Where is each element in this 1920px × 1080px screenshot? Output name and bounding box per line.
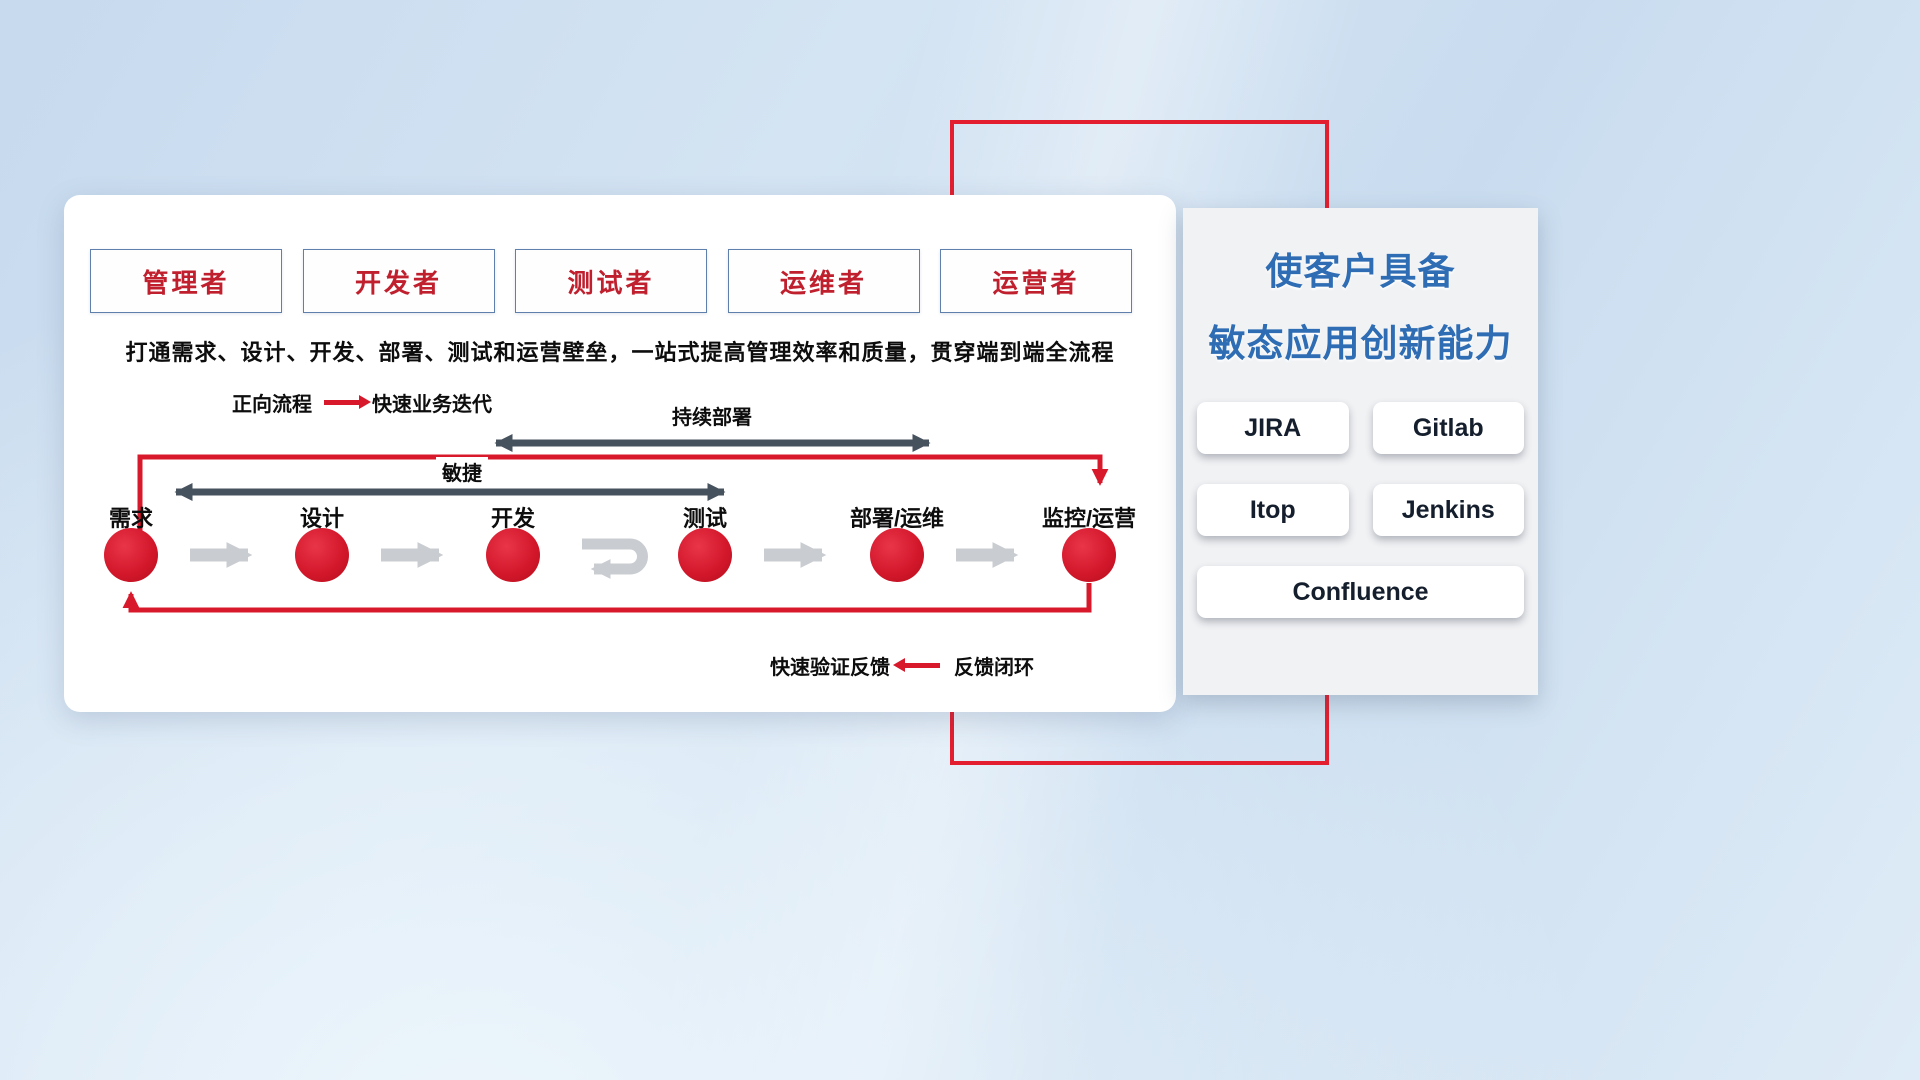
feedback-loop-line [122, 583, 1092, 613]
capability-title-line1: 使客户具备 [1265, 251, 1456, 292]
role-label: 测试者 [567, 267, 655, 298]
capability-title-line2: 敏态应用创新能力 [1208, 323, 1513, 365]
role-box-tester: 测试者 [515, 249, 707, 313]
legend-feedback-label: 快速验证反馈 [770, 657, 890, 679]
legend-forward-caption: 快速业务迭代 [372, 394, 492, 416]
tool-chip-jira: JIRA [1197, 402, 1349, 455]
stage-circle-design [295, 528, 349, 582]
tool-chip-itop: Itop [1197, 484, 1349, 537]
role-label: 运营者 [992, 267, 1080, 298]
panel-description: 打通需求、设计、开发、部署、测试和运营壁垒，一站式提高管理效率和质量，贯穿端到端… [125, 340, 1115, 365]
legend-feedback-caption: 反馈闭环 [954, 657, 1034, 679]
legend-forward-label: 正向流程 [232, 394, 312, 416]
continuous-deploy-label: 持续部署 [666, 401, 758, 430]
iterate-uturn-arrow [582, 538, 648, 579]
agile-label: 敏捷 [436, 457, 488, 486]
tool-chip-confluence: Confluence [1197, 566, 1524, 619]
stage-label-develop: 开发 [490, 506, 535, 531]
forward-flow-line [137, 454, 1109, 533]
stage-label-requirements: 需求 [108, 506, 153, 531]
tool-chip-jenkins: Jenkins [1372, 484, 1524, 537]
stage-label-test: 测试 [682, 506, 727, 531]
legend-forward: 正向流程 快速业务迭代 [232, 388, 492, 417]
tools-grid: JIRA Gitlab Itop Jenkins Confluence [1197, 402, 1524, 619]
role-label: 开发者 [354, 267, 442, 298]
stage-circle-develop [486, 528, 540, 582]
tool-chip-gitlab: Gitlab [1372, 402, 1524, 455]
role-box-manager: 管理者 [90, 249, 282, 313]
role-label: 管理者 [142, 267, 230, 298]
stage-circle-test [678, 528, 732, 582]
stage-label-design: 设计 [299, 506, 344, 531]
capability-panel: 使客户具备 敏态应用创新能力 JIRA Gitlab Itop Jenkins … [1183, 208, 1538, 695]
role-box-operator: 运营者 [940, 249, 1132, 313]
role-box-developer: 开发者 [302, 249, 495, 313]
stage-label-deploy-ops: 部署/运维 [849, 506, 945, 531]
stage-circle-deploy-ops [870, 528, 924, 582]
feedback-arrow-icon [893, 658, 940, 672]
legend-feedback: 快速验证反馈 反馈闭环 [770, 651, 1034, 680]
devops-flow-panel: 管理者 开发者 测试者 运维者 运营者 打通需求、设计、开发、部署、测试和运营壁… [64, 195, 1176, 712]
stage-circle-monitor-operate [1062, 528, 1116, 582]
role-label: 运维者 [779, 267, 867, 298]
role-box-ops: 运维者 [727, 249, 920, 313]
roles-row: 管理者 开发者 测试者 运维者 运营者 [90, 249, 1132, 313]
forward-arrow-icon [324, 395, 371, 409]
capability-title: 使客户具备 敏态应用创新能力 [1183, 236, 1538, 380]
flow-diagram-canvas [104, 434, 1116, 613]
stage-label-monitor: 监控/运营 [1041, 506, 1137, 531]
stage-circle-requirements [104, 528, 158, 582]
